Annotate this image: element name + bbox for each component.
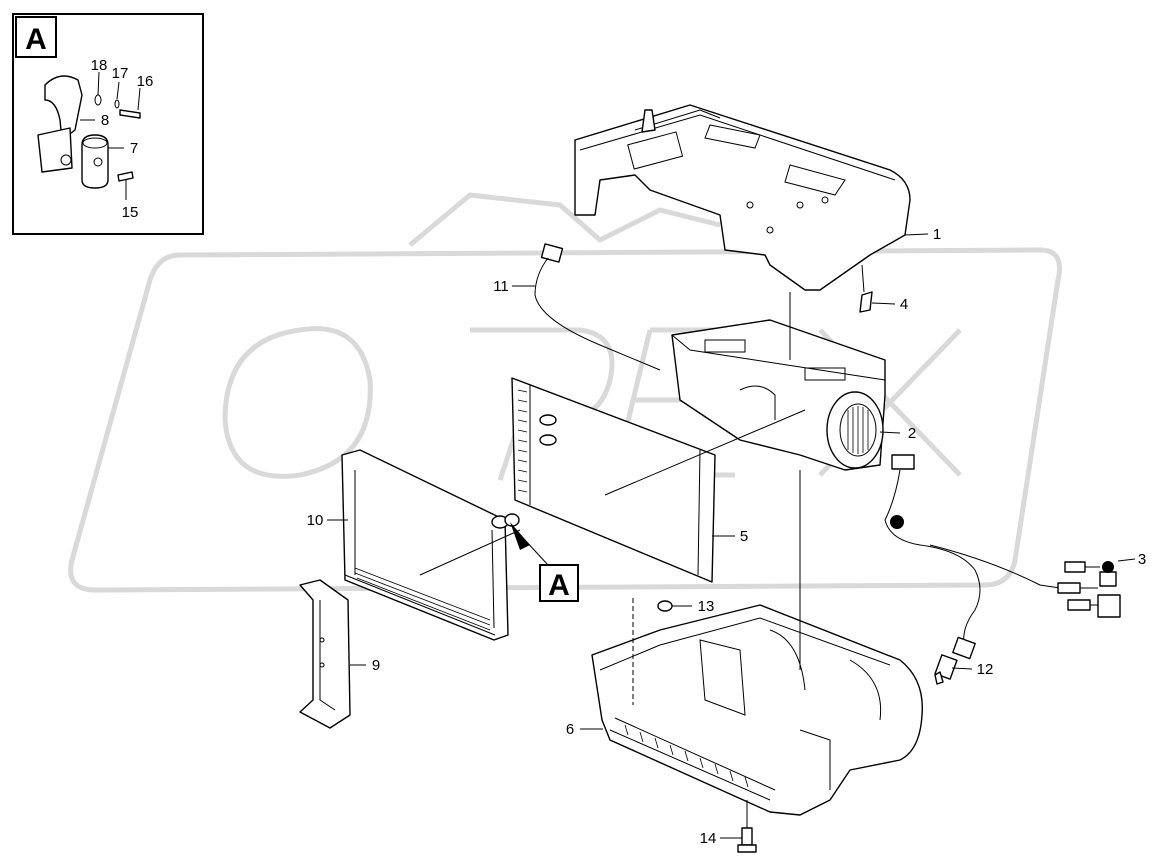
evaporator-part-10: [327, 449, 520, 641]
callout-16: 16: [137, 73, 154, 90]
callout-9: 9: [372, 657, 380, 674]
callout-15: 15: [122, 204, 139, 221]
bolt-part-15: [117, 171, 134, 182]
detail-ref-label: A: [548, 569, 570, 602]
nut-part-13: [657, 600, 692, 612]
callout-8: 8: [101, 112, 109, 129]
washer-part-17: [114, 99, 120, 109]
callout-18: 18: [91, 57, 108, 74]
switch-part-12: [934, 636, 976, 685]
detail-a-reference: A: [510, 522, 579, 602]
callout-3: 3: [1138, 551, 1146, 568]
upper-housing-part-1: [574, 104, 929, 291]
detail-a-inset: A 18 17 16 8 7 15: [12, 13, 204, 235]
blower-part-2: [671, 319, 901, 471]
callout-7: 7: [130, 140, 138, 157]
callout-17: 17: [112, 65, 129, 82]
callout-2: 2: [908, 425, 916, 442]
bolt-part-14: [720, 800, 757, 853]
detail-ref-box: [539, 564, 579, 602]
clip-part-4: [859, 264, 896, 313]
callout-6: 6: [566, 721, 574, 738]
sensor-cable-part-11: [512, 243, 661, 371]
callout-10: 10: [307, 512, 324, 529]
watermark-logo: [68, 192, 1062, 593]
bracket-part-9: [299, 579, 366, 729]
callout-4: 4: [900, 296, 908, 313]
assembly-lines: [419, 292, 806, 670]
detail-label: A: [25, 23, 47, 56]
callout-14: 14: [700, 830, 717, 847]
expansion-valve-part-7: [81, 134, 109, 189]
valve-block: [37, 127, 73, 173]
callout-1: 1: [933, 226, 941, 243]
callout-13: 13: [698, 598, 715, 615]
callout-11: 11: [493, 278, 509, 295]
callout-5: 5: [740, 528, 748, 545]
wiring-harness-part-3: [884, 454, 1136, 649]
bolt-part-16: [119, 109, 141, 119]
callout-12: 12: [977, 661, 994, 678]
detail-label-box: [15, 16, 57, 58]
lower-housing-part-6: [580, 598, 924, 816]
heater-core-part-5: [511, 377, 735, 583]
